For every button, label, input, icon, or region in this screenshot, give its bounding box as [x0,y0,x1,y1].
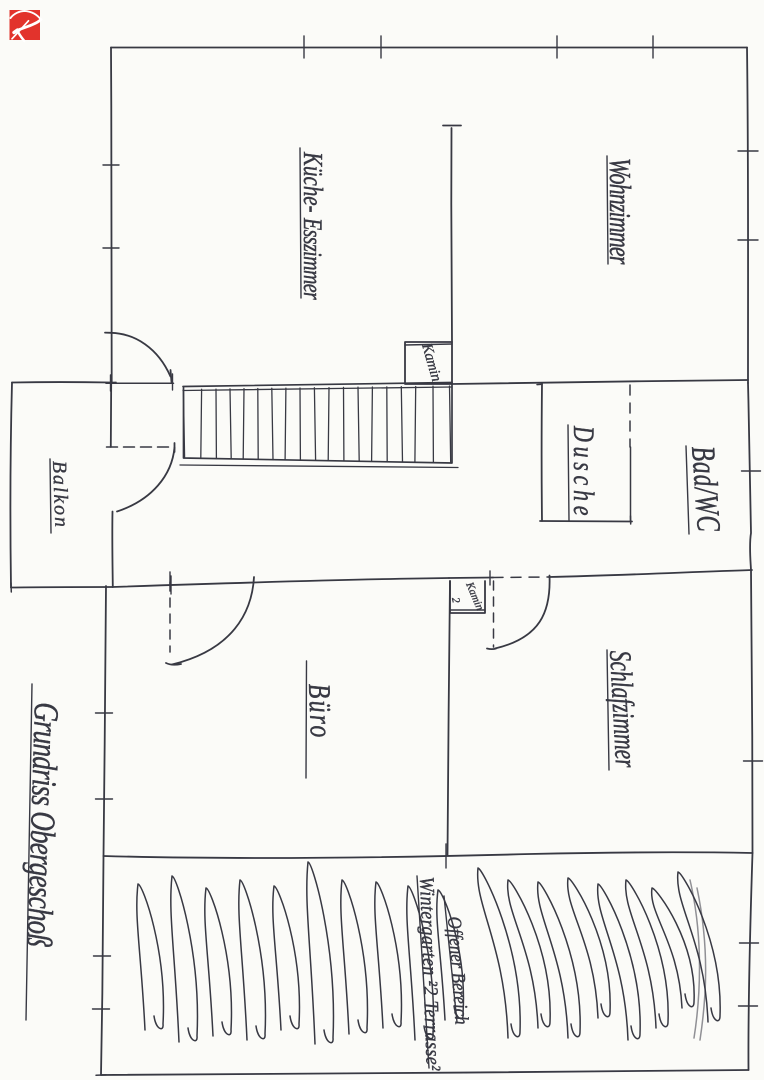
svg-text:Büro: Büro [301,683,338,740]
svg-text:Esszimmer: Esszimmer [297,217,326,301]
svg-text:Bad/WC: Bad/WC [684,445,727,533]
svg-text:Schlafzimmer: Schlafzimmer [603,650,644,769]
svg-text:Wohnzimmer: Wohnzimmer [603,158,638,265]
svg-text:Dusche: Dusche [567,425,600,520]
svg-text:Grundriss Obergeschoß: Grundriss Obergeschoß [20,702,66,948]
svg-text:Balkon: Balkon [48,460,72,529]
svg-text:2: 2 [449,596,462,604]
svg-text:Küche-: Küche- [297,151,327,212]
svg-text:Offener Bereich: Offener Bereich [444,916,473,1026]
